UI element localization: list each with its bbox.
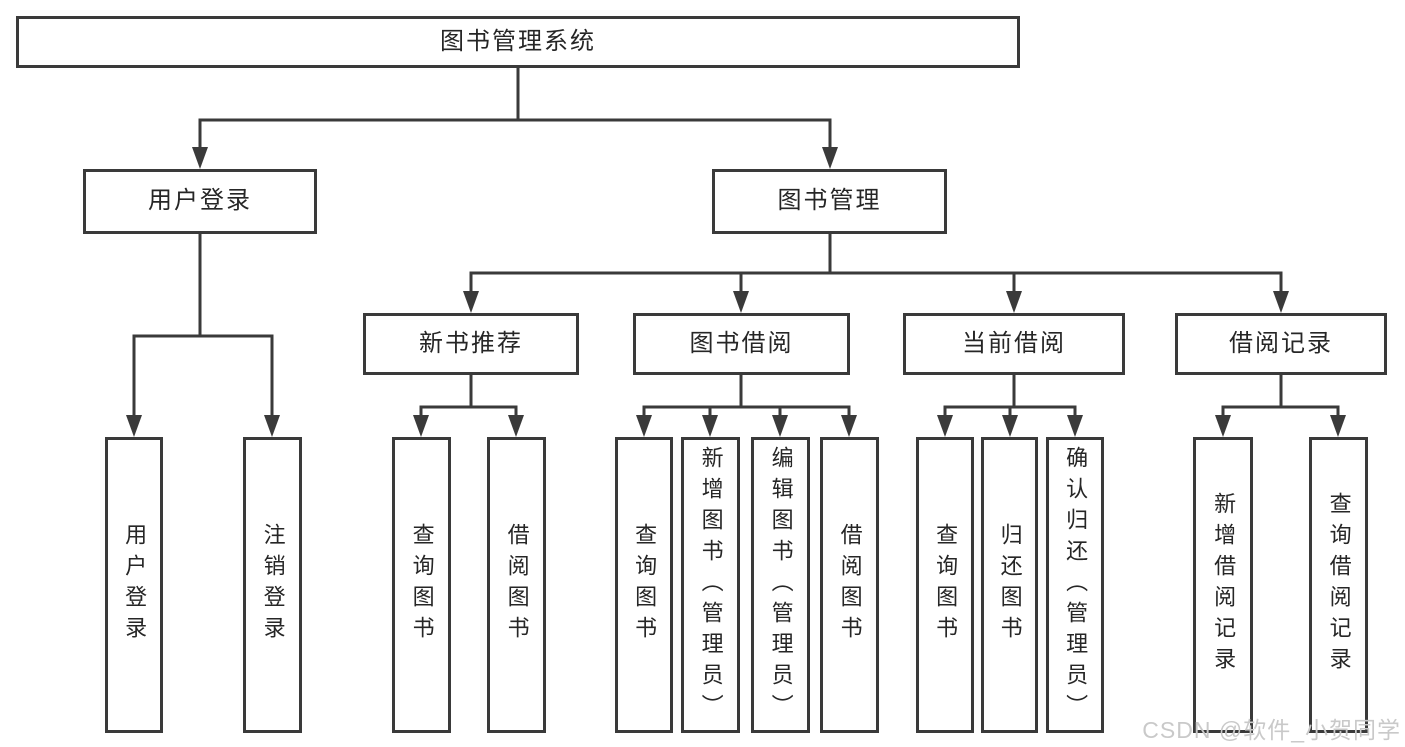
- node-book-management: 图书管理: [712, 169, 947, 234]
- leaf-borrow-book: 借阅图书: [820, 437, 879, 733]
- node-user-login: 用户登录: [83, 169, 317, 234]
- node-root: 图书管理系统: [16, 16, 1020, 68]
- watermark: CSDN @软件_小贺同学: [1142, 717, 1401, 743]
- leaf-logout: 注销登录: [243, 437, 302, 733]
- leaf-return-book: 归还图书: [981, 437, 1038, 733]
- node-borrow-record: 借阅记录: [1175, 313, 1387, 375]
- node-book-borrow: 图书借阅: [633, 313, 850, 375]
- leaf-add-borrow-record: 新增借阅记录: [1193, 437, 1253, 733]
- leaf-query-book-current: 查询图书: [916, 437, 974, 733]
- arrowheads: [126, 147, 1346, 437]
- leaf-edit-book-admin: 编辑图书（管理员）: [751, 437, 810, 733]
- leaf-confirm-return-admin: 确认归还（管理员）: [1046, 437, 1104, 733]
- leaf-query-book-recommend: 查询图书: [392, 437, 451, 733]
- leaf-borrow-book-recommend: 借阅图书: [487, 437, 546, 733]
- leaf-add-book-admin: 新增图书（管理员）: [681, 437, 740, 733]
- leaf-query-book-borrow: 查询图书: [615, 437, 673, 733]
- leaf-user-login: 用户登录: [105, 437, 163, 733]
- node-new-book-recommend: 新书推荐: [363, 313, 579, 375]
- leaf-query-borrow-record: 查询借阅记录: [1309, 437, 1368, 733]
- node-current-borrow: 当前借阅: [903, 313, 1125, 375]
